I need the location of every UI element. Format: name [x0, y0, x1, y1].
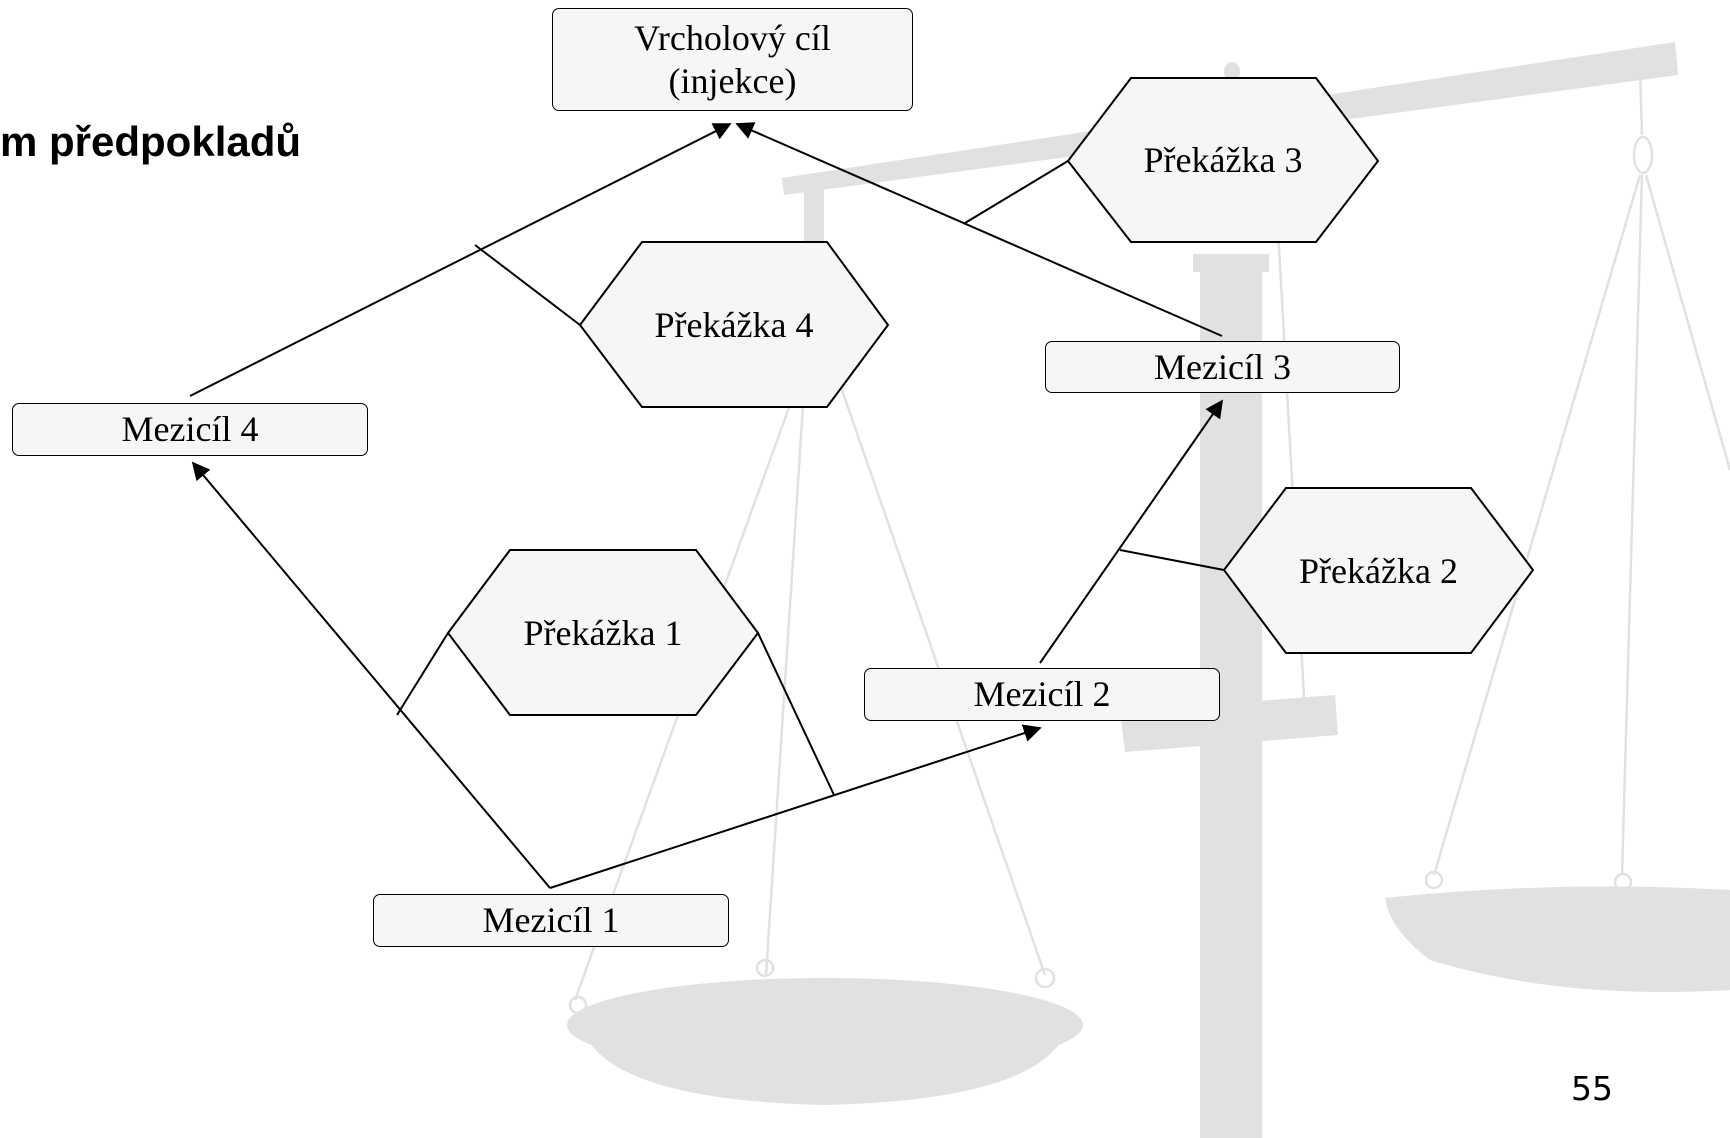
obstacle-3-hexagon — [1066, 77, 1380, 243]
obstacle3-blocker-line — [964, 160, 1069, 224]
obstacle-4-hexagon — [578, 241, 890, 408]
intermediate-goal-3-box: Mezicíl 3 — [1045, 341, 1400, 393]
top-goal-label: Vrcholový cíl (injekce) — [634, 18, 831, 101]
intermediate-goal-1-box: Mezicíl 1 — [373, 894, 729, 947]
edge-intermediate3-to-top-goal — [735, 122, 1223, 337]
obstacle-1-hexagon — [446, 549, 760, 716]
slide-title-fragment: m předpokladů — [0, 118, 302, 165]
intermediate-goal-1-label: Mezicíl 1 — [482, 900, 620, 941]
top-goal-box: Vrcholový cíl (injekce) — [552, 8, 913, 111]
intermediate-goal-2-box: Mezicíl 2 — [864, 668, 1220, 721]
obstacle-2-hexagon — [1222, 487, 1535, 654]
intermediate-goal-4-box: Mezicíl 4 — [12, 403, 368, 456]
obstacle-2-label: Překážka 2 — [1299, 550, 1458, 591]
obstacle1-blocker-line — [396, 632, 449, 716]
intermediate-goal-2-label: Mezicíl 2 — [973, 674, 1111, 715]
obstacle-1-label: Překážka 1 — [523, 612, 683, 653]
edge-intermediate2-to-intermediate3 — [1039, 399, 1224, 664]
obstacle-4-label: Překážka 4 — [654, 304, 814, 345]
intermediate-goal-3-label: Mezicíl 3 — [1154, 346, 1291, 387]
page-number: 55 — [1571, 1069, 1613, 1108]
obstacle2-blocker-line — [1119, 549, 1225, 571]
edge-intermediate1-to-intermediate2 — [549, 724, 1042, 889]
edge-intermediate4-to-top-goal — [189, 123, 732, 397]
intermediate-goal-4-label: Mezicíl 4 — [121, 409, 259, 450]
obstacle1-blocker-line — [757, 632, 835, 796]
edge-intermediate1-to-intermediate4 — [191, 461, 551, 889]
obstacle-3-label: Překážka 3 — [1143, 140, 1303, 180]
obstacle4-blocker-line — [474, 244, 581, 326]
